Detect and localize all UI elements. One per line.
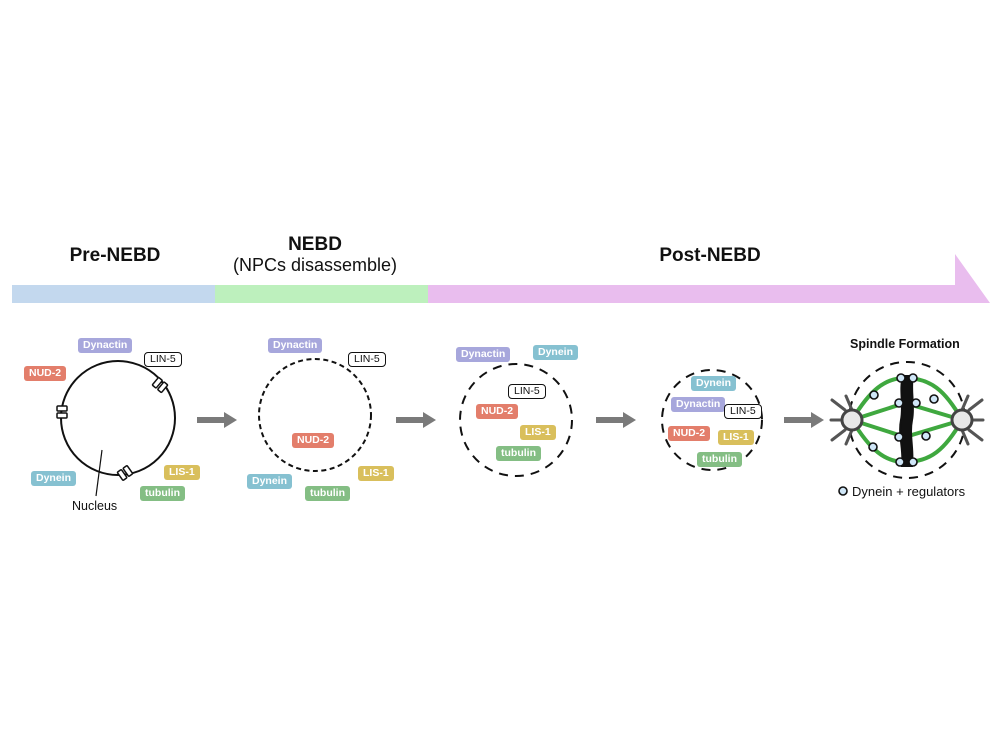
spindle-diagram bbox=[829, 361, 985, 496]
protein-tag-lin-5: LIN-5 bbox=[724, 404, 762, 419]
protein-tag-lis-1: LIS-1 bbox=[164, 465, 200, 480]
dynein-regulator-dot bbox=[911, 398, 921, 408]
legend-dot bbox=[838, 486, 848, 496]
centrosome-right bbox=[950, 408, 974, 432]
nuclear-pore-complex bbox=[116, 465, 134, 481]
dynein-regulator-dot bbox=[894, 432, 904, 442]
timeline-segment-nebd bbox=[215, 285, 428, 303]
phase-title-pre-nebd: Pre-NEBD bbox=[69, 245, 161, 266]
dashed-boundary bbox=[459, 363, 573, 477]
protein-tag-dynactin: Dynactin bbox=[268, 338, 323, 353]
dynein-regulator-dot bbox=[896, 373, 906, 383]
legend-dynein-regulators: Dynein + regulators bbox=[852, 484, 966, 499]
protein-tag-lin-5: LIN-5 bbox=[508, 384, 546, 399]
timeline-segment-pre-nebd bbox=[12, 285, 215, 303]
dynein-regulator-dot bbox=[869, 390, 879, 400]
phase-subtitle-nebd: (NPCs disassemble) bbox=[232, 255, 398, 275]
stage-arrow bbox=[784, 412, 824, 428]
protein-tag-nud-2: NUD-2 bbox=[292, 433, 335, 448]
protein-tag-tubulin: tubulin bbox=[697, 452, 742, 467]
dynein-regulator-dot bbox=[929, 394, 939, 404]
dynein-regulator-dot bbox=[908, 373, 918, 383]
protein-tag-lis-1: LIS-1 bbox=[358, 466, 394, 481]
centrosome-left bbox=[840, 408, 864, 432]
nuclear-pore-complex bbox=[56, 405, 68, 419]
disassembling-envelope bbox=[258, 358, 372, 472]
chromosomes bbox=[899, 375, 915, 467]
protein-tag-lis-1: LIS-1 bbox=[718, 430, 754, 445]
dynein-regulator-dot bbox=[921, 431, 931, 441]
protein-tag-dynein: Dynein bbox=[247, 474, 293, 489]
protein-tag-dynactin: Dynactin bbox=[671, 397, 726, 412]
protein-tag-dynactin: Dynactin bbox=[456, 347, 511, 362]
nuclear-pore-complex bbox=[151, 376, 169, 394]
stage-pre-nebd bbox=[56, 360, 176, 497]
protein-tag-lin-5: LIN-5 bbox=[348, 352, 386, 367]
timeline-segment-post-nebd-arrow bbox=[428, 254, 990, 303]
protein-tag-nud-2: NUD-2 bbox=[24, 366, 67, 381]
protein-tag-tubulin: tubulin bbox=[496, 446, 541, 461]
nucleus-label: Nucleus bbox=[72, 499, 118, 513]
nucleus-pointer-line bbox=[95, 449, 103, 497]
dynein-regulator-dot bbox=[908, 457, 918, 467]
protein-tag-tubulin: tubulin bbox=[140, 486, 185, 501]
protein-tag-lin-5: LIN-5 bbox=[144, 352, 182, 367]
protein-tag-nud-2: NUD-2 bbox=[668, 426, 711, 441]
dynein-regulator-dot bbox=[868, 442, 878, 452]
stage-arrow bbox=[197, 412, 237, 428]
dynein-regulator-dot bbox=[894, 398, 904, 408]
phase-title-nebd-label: NEBD bbox=[288, 234, 342, 255]
dynein-regulator-dot bbox=[895, 457, 905, 467]
stage-arrow bbox=[396, 412, 436, 428]
spindle-formation-title: Spindle Formation bbox=[850, 337, 960, 351]
protein-tag-lis-1: LIS-1 bbox=[520, 425, 556, 440]
protein-tag-nud-2: NUD-2 bbox=[476, 404, 519, 419]
stage-arrow bbox=[596, 412, 636, 428]
phase-title-post-nebd: Post-NEBD bbox=[659, 245, 761, 266]
protein-tag-tubulin: tubulin bbox=[305, 486, 350, 501]
protein-tag-dynein: Dynein bbox=[31, 471, 77, 486]
protein-tag-dynein: Dynein bbox=[533, 345, 579, 360]
protein-tag-dynactin: Dynactin bbox=[78, 338, 133, 353]
phase-title-nebd: NEBD (NPCs disassemble) bbox=[200, 234, 430, 276]
protein-tag-dynein: Dynein bbox=[691, 376, 737, 391]
dashed-boundary bbox=[661, 369, 763, 471]
